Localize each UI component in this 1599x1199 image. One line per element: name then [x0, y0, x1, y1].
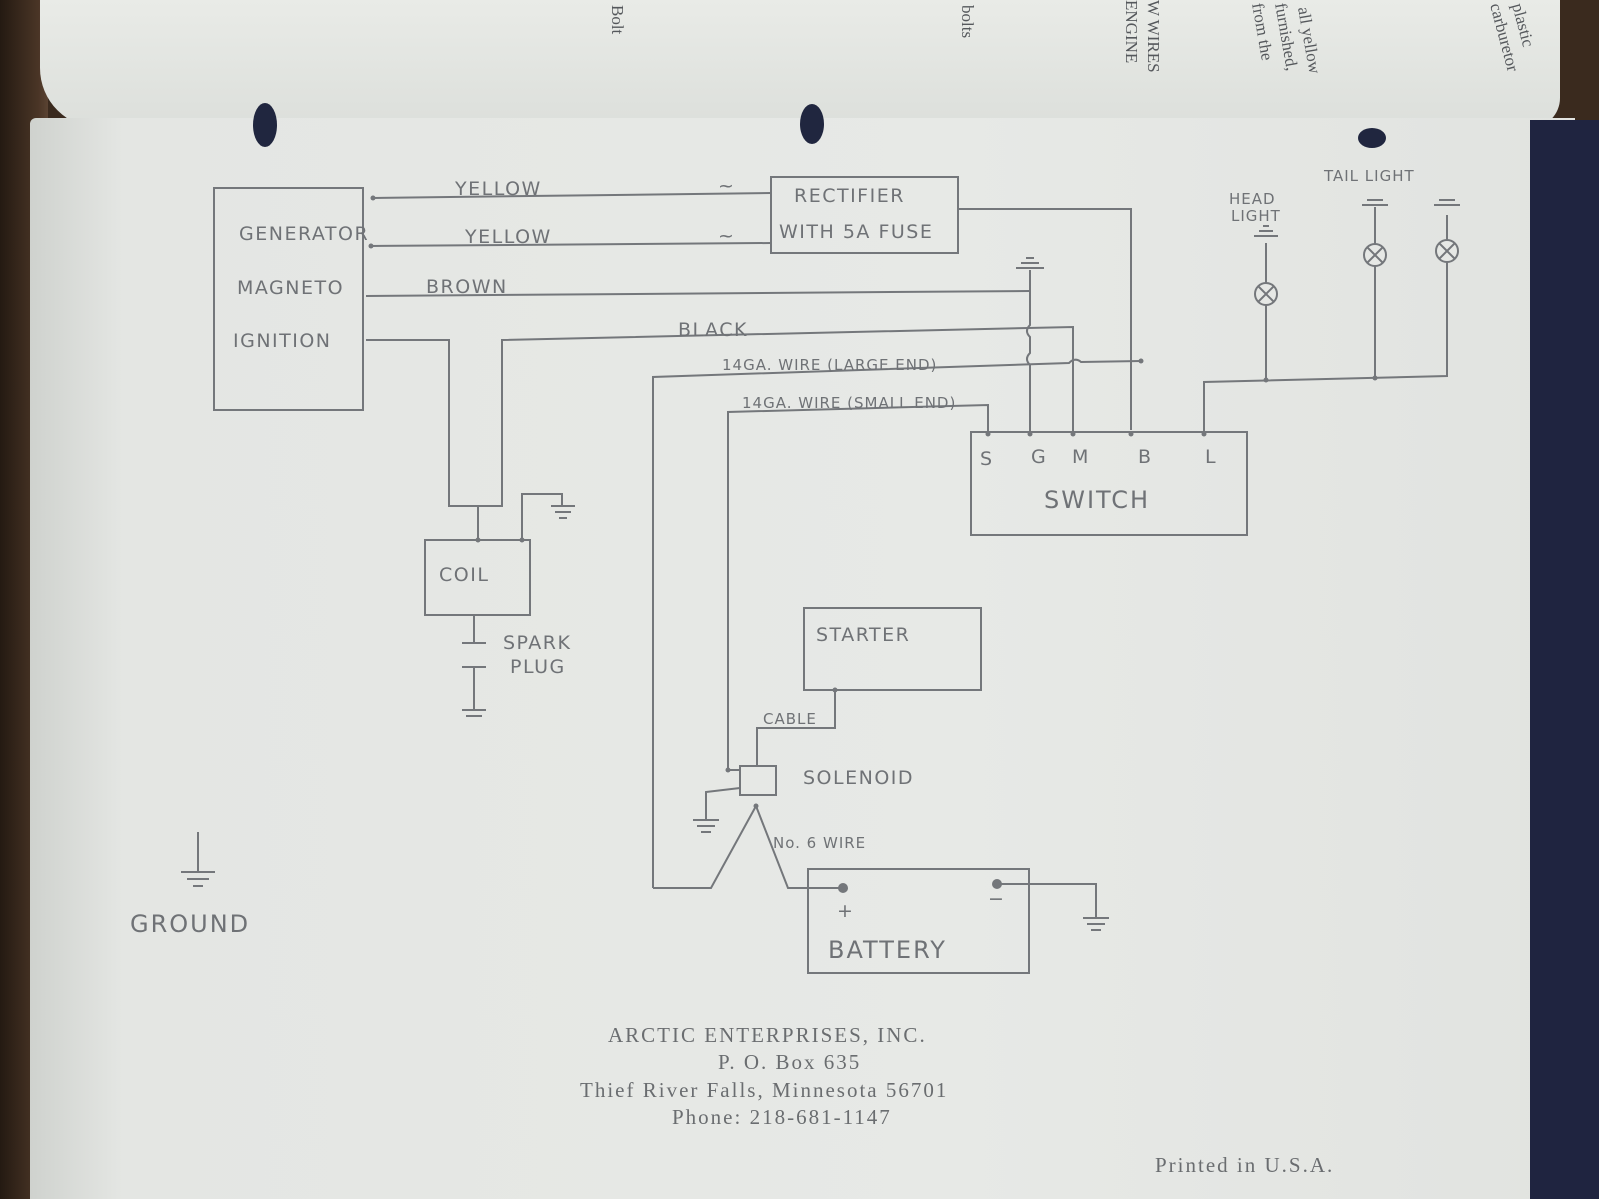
- brown-wire-label: BROWN: [426, 276, 508, 298]
- brown-wire: [365, 290, 1031, 297]
- terminal-b-dot: [1128, 431, 1134, 437]
- switch-label: SWITCH: [1044, 486, 1150, 514]
- footer-printed: Printed in U.S.A.: [1155, 1153, 1334, 1177]
- black-wire: [478, 325, 1074, 507]
- small-end-wire: [727, 403, 989, 770]
- back-fragment: Bolt: [608, 5, 627, 35]
- battery-label: BATTERY: [828, 936, 947, 964]
- terminal-s-dot: [985, 431, 991, 437]
- ac-symbol: ~: [718, 225, 735, 247]
- junction-dot: [1372, 375, 1378, 381]
- binding-ring: [1358, 128, 1386, 148]
- starter-box: [803, 607, 982, 691]
- ground-symbol: [1016, 257, 1044, 269]
- starter-cable-wire: [756, 690, 836, 766]
- terminal-g-dot: [1027, 431, 1033, 437]
- junction-dot: [725, 767, 731, 773]
- spark-plug-label: PLUG: [510, 656, 566, 678]
- coil-ground-wire: [521, 493, 563, 540]
- ground-symbol: [551, 505, 575, 519]
- tail-light-lamp-icon: [1363, 243, 1387, 267]
- rectifier-label: RECTIFIER: [794, 185, 905, 207]
- terminal-b-label: B: [1138, 446, 1153, 468]
- rectifier-fuse-label: WITH 5A FUSE: [779, 221, 933, 243]
- battery-plus-label: +: [837, 900, 854, 922]
- battery-box: [807, 868, 1030, 974]
- switch-box: [970, 431, 1248, 536]
- generator-label: GENERATOR: [239, 223, 369, 245]
- generator-box: [213, 187, 364, 411]
- binding-rings: [253, 103, 1386, 148]
- back-fragment: ENGINE: [1122, 0, 1141, 63]
- solenoid-box: [739, 765, 777, 796]
- black-wire-label: BLACK: [678, 319, 748, 341]
- junction-dot: [368, 243, 374, 249]
- footer-phone: Phone: 218-681-1147: [672, 1105, 892, 1129]
- large-end-label: 14GA. WIRE (LARGE END): [722, 356, 937, 374]
- small-end-label: 14GA. WIRE (SMALL END): [742, 394, 956, 412]
- terminal-l-dot: [1201, 431, 1207, 437]
- ac-symbol: ~: [718, 175, 735, 197]
- starter-label: STARTER: [816, 624, 910, 646]
- binding-ring: [253, 103, 277, 147]
- tail-light-lamp-icon: [1435, 239, 1459, 263]
- head-light-lamp-icon: [1254, 282, 1278, 306]
- yellow-wire-label: YELLOW: [464, 226, 552, 248]
- ground-symbol: [1254, 199, 1460, 237]
- previous-page: [40, 0, 1560, 128]
- no6-wire-label: No. 6 WIRE: [773, 834, 866, 852]
- ground-legend-icon: [181, 832, 215, 887]
- junction-dot: [1263, 377, 1269, 383]
- cable-label: CABLE: [763, 710, 817, 728]
- battery-positive-terminal: [838, 883, 848, 893]
- tail-light-label: TAIL LIGHT: [1323, 167, 1415, 185]
- terminal-m-label: M: [1072, 446, 1090, 468]
- junction-dot: [475, 537, 481, 543]
- large-end-wire: [652, 358, 1142, 888]
- ground-symbol: [693, 819, 719, 833]
- g-terminal-wire: [1026, 291, 1031, 432]
- footer-po-box: P. O. Box 635: [718, 1050, 861, 1074]
- yellow-wire-1: [372, 192, 772, 199]
- binding-ring: [800, 104, 824, 144]
- ignition-label: IGNITION: [233, 330, 332, 352]
- head-light-label: HEAD: [1229, 190, 1276, 208]
- spark-plug-icon: [462, 615, 486, 717]
- coil-label: COIL: [439, 564, 489, 586]
- yellow-wire-label: YELLOW: [454, 178, 542, 200]
- junction-dot: [1138, 358, 1144, 364]
- junction-dot: [370, 195, 376, 201]
- ground-symbol: [1083, 917, 1109, 931]
- junction-dot: [753, 803, 759, 809]
- back-fragment: W WIRES: [1144, 0, 1163, 73]
- terminal-l-label: L: [1205, 446, 1217, 468]
- binding-spine: [1530, 120, 1599, 1199]
- junction-dot: [832, 687, 838, 693]
- footer-city: Thief River Falls, Minnesota 56701: [580, 1078, 948, 1102]
- lights-bus-wire: [1203, 215, 1448, 432]
- terminal-m-dot: [1070, 431, 1076, 437]
- manual-page: [30, 118, 1575, 1199]
- rectifier-box: [770, 176, 959, 254]
- back-page-text: Bolt bolts W WIRES ENGINE all yellow fur…: [608, 0, 1538, 76]
- terminal-s-label: S: [980, 448, 994, 470]
- solenoid-ground-wire: [705, 787, 741, 820]
- yellow-wire-2: [370, 242, 772, 247]
- back-fragment: bolts: [958, 5, 977, 38]
- ground-legend-label: GROUND: [130, 910, 250, 938]
- solenoid-label: SOLENOID: [803, 767, 914, 789]
- battery-minus-label: −: [988, 888, 1005, 910]
- head-light-label: LIGHT: [1231, 207, 1281, 225]
- rectifier-to-b-wire: [958, 208, 1132, 430]
- magneto-label: MAGNETO: [237, 277, 344, 299]
- footer-company: ARCTIC ENTERPRISES, INC.: [608, 1023, 927, 1047]
- ignition-to-coil-wire: [366, 339, 479, 540]
- battery-ground-wire: [997, 883, 1097, 918]
- spark-plug-label: SPARK: [503, 632, 571, 654]
- terminal-g-label: G: [1031, 446, 1047, 468]
